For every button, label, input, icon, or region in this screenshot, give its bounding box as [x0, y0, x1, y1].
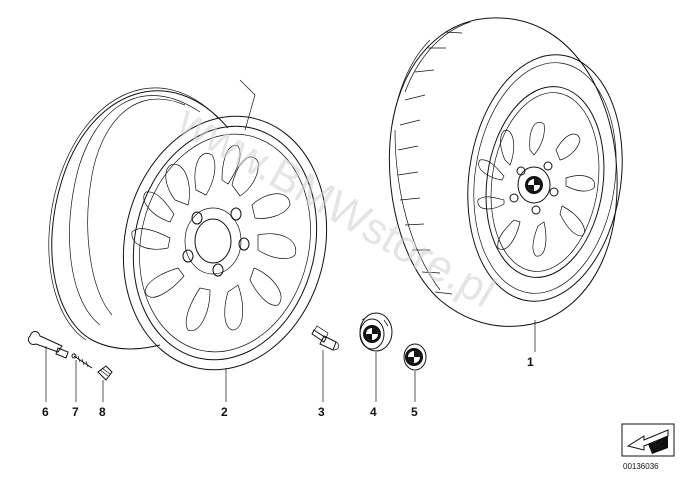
callout-5: 5 — [411, 405, 418, 419]
valve-insert-drawing — [71, 353, 93, 369]
leader-lines — [45, 320, 536, 402]
valve-drawing — [27, 331, 69, 359]
bmw-roundel-icon — [525, 176, 543, 194]
emblem-drawing — [403, 343, 427, 371]
callout-6: 6 — [42, 405, 49, 419]
callout-1: 1 — [527, 355, 534, 369]
reference-number: 00136036 — [623, 462, 659, 471]
valve-cap-drawing — [97, 365, 113, 381]
callout-7: 7 — [72, 405, 79, 419]
callout-3: 3 — [318, 405, 325, 419]
callout-8: 8 — [99, 405, 106, 419]
wheel-bolt-drawing — [311, 325, 340, 351]
complete-wheel-drawing — [388, 17, 623, 327]
callout-2: 2 — [221, 405, 228, 419]
callout-4: 4 — [370, 405, 377, 419]
arrow-navigation-icon[interactable] — [621, 423, 675, 457]
hub-cap-drawing — [359, 312, 393, 352]
watermark: www.BMWstore.pl — [169, 96, 503, 317]
